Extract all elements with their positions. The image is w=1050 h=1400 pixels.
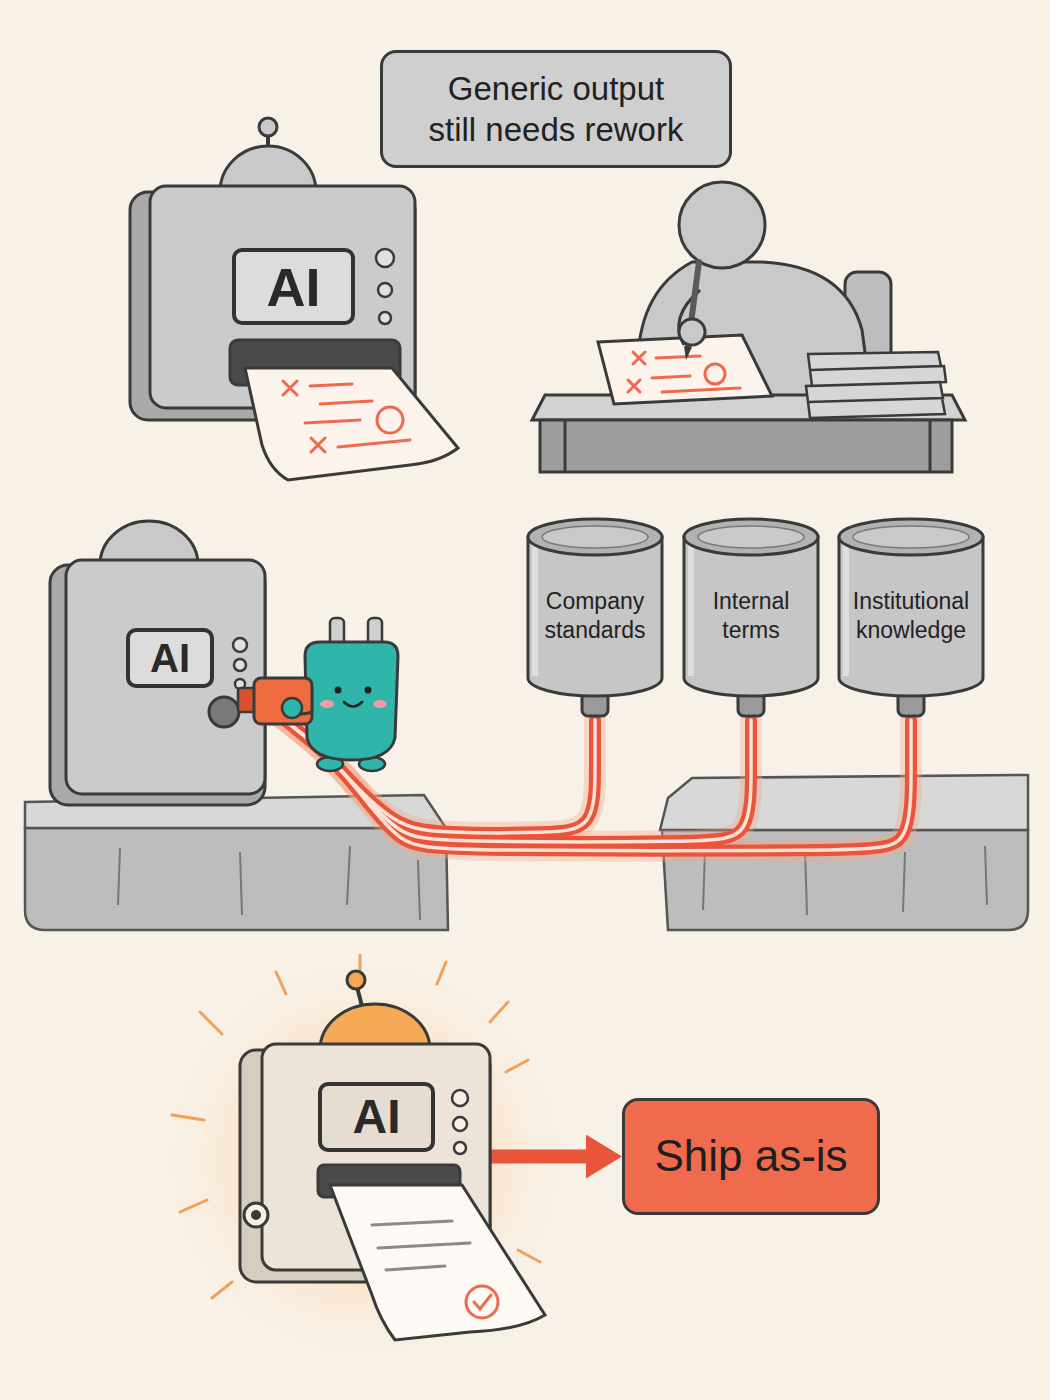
- pencil-tip: [684, 346, 692, 360]
- person-hand: [679, 319, 705, 345]
- cylinder-top: [839, 519, 983, 555]
- cylinder-shine: [843, 541, 849, 676]
- cliff-top: [660, 775, 1028, 830]
- cylinder-body: [839, 537, 983, 696]
- approval-check: [474, 1295, 491, 1309]
- cylinder-lid: [698, 526, 804, 548]
- correction-mark: [283, 381, 410, 452]
- character-hand: [282, 698, 302, 718]
- cable-core: [214, 658, 751, 842]
- machine-body: [66, 560, 265, 794]
- node-text: Ship as-is: [654, 1132, 847, 1180]
- data-cylinder: Institutional knowledge: [836, 515, 986, 720]
- machine-knob: [234, 659, 246, 671]
- machine-knob: [378, 283, 392, 297]
- machine-knob: [233, 638, 247, 652]
- plug-head: [254, 678, 312, 724]
- plug-character: [305, 642, 398, 760]
- character-smile: [344, 702, 362, 707]
- data-cylinder: Company standards: [525, 515, 665, 720]
- character-eye: [365, 687, 372, 694]
- desk-paper: [598, 335, 772, 404]
- cylinder-top: [684, 519, 818, 555]
- node-text: Generic output still needs rework: [423, 68, 689, 151]
- cylinder-top: [528, 519, 662, 555]
- ai-screen: AI: [232, 248, 355, 325]
- approval-check: [466, 1286, 498, 1318]
- draft-paper: [245, 368, 458, 480]
- machine-knob: [454, 1142, 466, 1154]
- cliff-crack: [118, 846, 420, 920]
- machine-knob: [379, 312, 391, 324]
- machine-knob: [452, 1090, 468, 1106]
- cable-glow: [214, 658, 751, 842]
- machine-dome: [100, 521, 198, 565]
- desk-front: [540, 420, 952, 472]
- power-socket: [209, 697, 239, 727]
- note-box: Generic output still needs rework: [380, 50, 732, 168]
- side-port: [251, 1210, 261, 1220]
- node-text: Company standards: [531, 587, 659, 645]
- node-text: Institutional knowledge: [842, 587, 980, 645]
- node-text: AI: [267, 260, 321, 314]
- cylinder-lid: [853, 526, 969, 548]
- book-stack: [806, 352, 946, 418]
- node-text: AI: [353, 1093, 401, 1141]
- machine-knob: [376, 249, 394, 267]
- desk-leg: [565, 420, 930, 472]
- final-paper: [330, 1185, 545, 1340]
- cliff-face: [25, 828, 448, 930]
- cylinder-lid: [542, 526, 648, 548]
- cylinder-shine: [532, 541, 538, 676]
- correction-mark: [628, 352, 740, 392]
- correction-mark: [377, 407, 403, 433]
- character-blush: [373, 700, 387, 708]
- person-head: [679, 182, 765, 268]
- machine-knob: [453, 1117, 467, 1131]
- data-cylinder: Internal terms: [681, 515, 821, 720]
- antenna-ball: [259, 118, 277, 136]
- ai-screen: AI: [126, 628, 214, 688]
- cylinder-body: [684, 537, 818, 696]
- text-line: [372, 1221, 470, 1270]
- node-text: Internal terms: [687, 587, 815, 645]
- result-box: Ship as-is: [622, 1098, 880, 1215]
- character-blush: [320, 700, 334, 708]
- character-eye: [335, 687, 342, 694]
- correction-mark: [705, 364, 725, 384]
- cylinder-shine: [688, 541, 694, 676]
- side-port: [244, 1203, 268, 1227]
- node-text: AI: [150, 638, 190, 678]
- antenna-ball: [347, 971, 365, 989]
- cylinder-body: [528, 537, 662, 696]
- data-cable: [214, 658, 751, 842]
- ai-screen: AI: [318, 1082, 435, 1152]
